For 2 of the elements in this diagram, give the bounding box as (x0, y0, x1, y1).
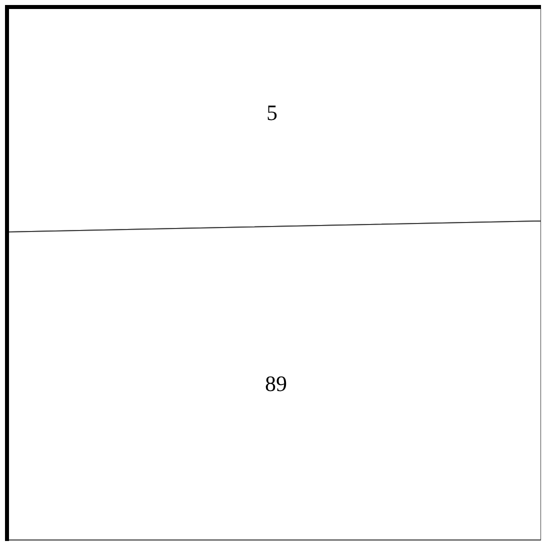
region-value: 89 (265, 371, 287, 397)
region-value: 5 (266, 100, 278, 126)
